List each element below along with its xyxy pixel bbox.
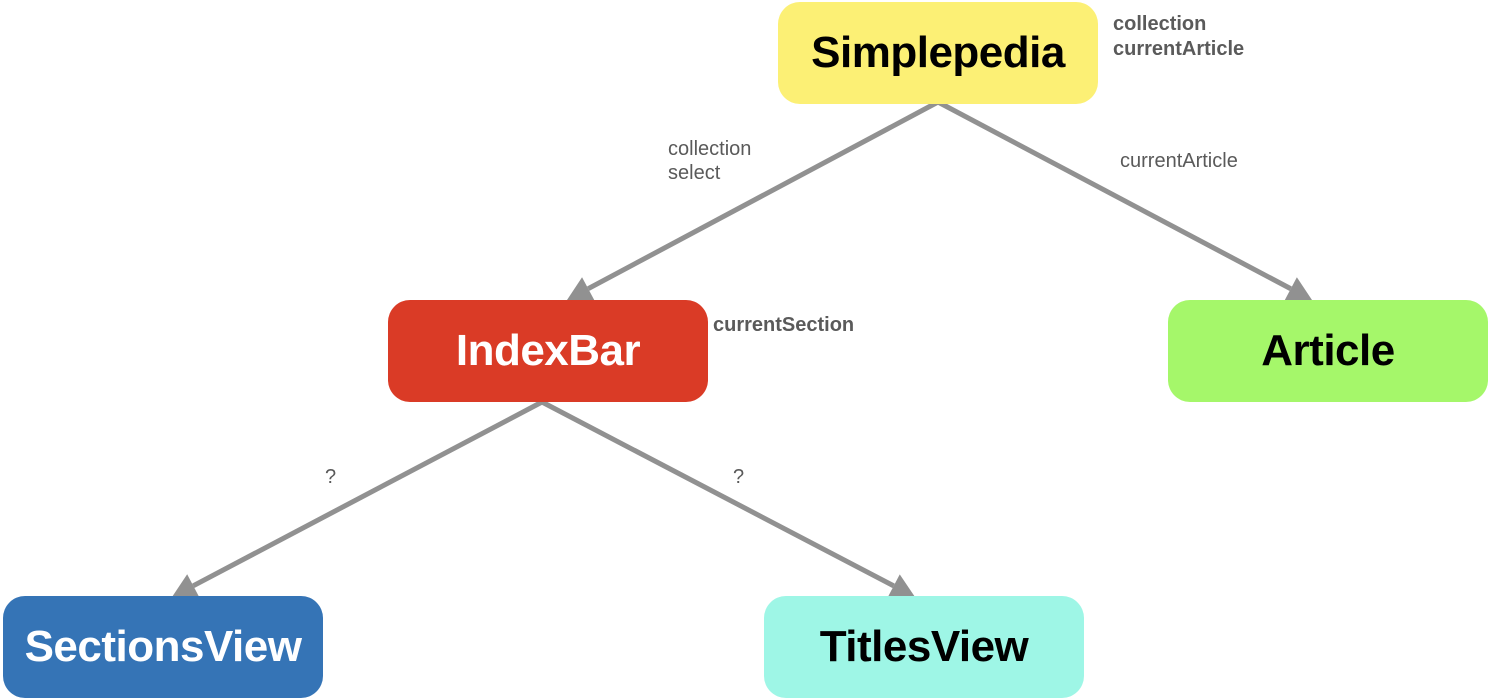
edge-simplepedia-article — [936, 99, 1292, 291]
node-titlesview[interactable]: TitlesView — [764, 596, 1084, 698]
edge-prop: collection — [668, 138, 752, 160]
arrowhead-indexbar-titlesview — [887, 574, 915, 598]
edge-prop: currentArticle — [1120, 150, 1238, 172]
arrowhead-simplepedia-indexbar — [567, 277, 595, 301]
node-simplepedia[interactable]: Simplepedia — [778, 2, 1098, 104]
node-sectionsview-label: SectionsView — [24, 622, 302, 671]
edge-indexbar-titlesview — [540, 399, 895, 589]
edge-label-indexbar-titlesview: ? — [733, 465, 744, 489]
state-item: collection — [1113, 13, 1207, 35]
edge-prop: ? — [733, 466, 745, 488]
edge-indexbar-sectionsview — [192, 399, 544, 589]
arrowhead-indexbar-sectionsview — [172, 574, 200, 598]
node-titlesview-label: TitlesView — [819, 622, 1029, 671]
node-article[interactable]: Article — [1168, 300, 1488, 402]
state-item: currentArticle — [1113, 38, 1245, 60]
node-simplepedia-label: Simplepedia — [811, 28, 1065, 77]
node-indexbar[interactable]: IndexBar — [388, 300, 708, 402]
edge-label-indexbar-sectionsview: ? — [325, 465, 336, 489]
edge-label-simplepedia-article: currentArticle — [1120, 149, 1238, 173]
edge-prop: ? — [325, 466, 337, 488]
node-sectionsview[interactable]: SectionsView — [3, 596, 323, 698]
node-article-label: Article — [1261, 326, 1395, 375]
edge-prop: select — [668, 162, 721, 184]
node-indexbar-label: IndexBar — [455, 326, 641, 375]
state-simplepedia: collection currentArticle — [1113, 12, 1244, 62]
edge-simplepedia-indexbar — [586, 99, 940, 291]
state-indexbar: currentSection — [713, 313, 854, 338]
state-item: currentSection — [713, 314, 855, 336]
edge-label-simplepedia-indexbar: collection select — [668, 137, 751, 185]
arrowhead-simplepedia-article — [1284, 277, 1312, 301]
